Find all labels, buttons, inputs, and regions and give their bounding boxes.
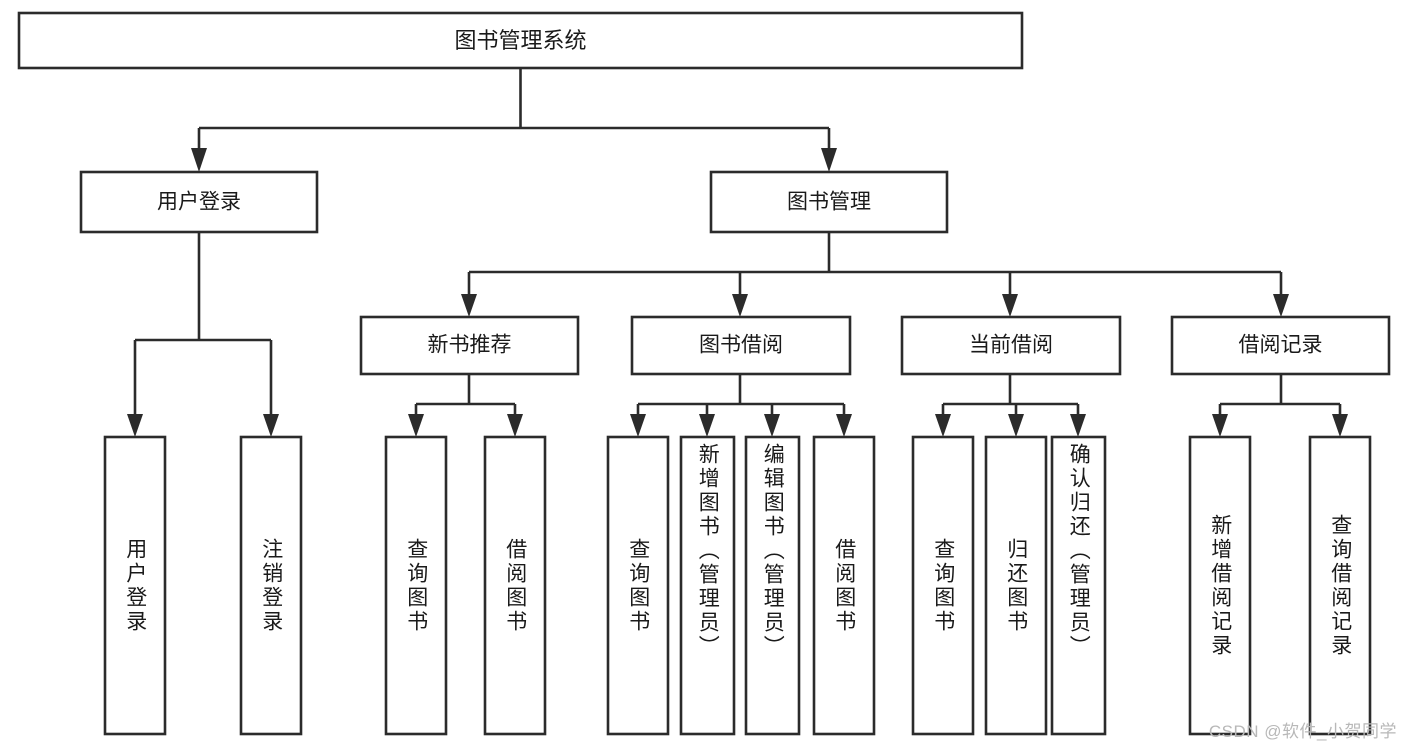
node-new-book-recommend-box[interactable] <box>359 315 580 376</box>
arrow-head-currentborrow-confirm <box>1070 414 1086 437</box>
node-current-borrow[interactable]: 当前借阅 <box>900 315 1122 376</box>
node-borrow-record-label: 借阅记录 <box>1239 334 1323 357</box>
connector-group-current-borrow <box>935 374 1086 437</box>
arrow-head-currentborrow-return <box>1008 414 1024 437</box>
connector-group-user-login <box>127 232 279 437</box>
leaf-box-add-book-admin[interactable] <box>679 435 736 736</box>
leaf-box-query-book-borrow[interactable] <box>606 435 670 736</box>
leaf-box-return-book[interactable] <box>984 435 1048 736</box>
leaf-box-query-book-rec[interactable] <box>384 435 448 736</box>
arrow-head-bookborrow-add <box>699 414 715 437</box>
arrow-head-bookborrow-edit <box>764 414 780 437</box>
node-book-management-box[interactable] <box>709 170 949 234</box>
node-user-login[interactable]: 用户登录 <box>79 170 319 234</box>
arrow-head-new-book-rec <box>461 294 477 317</box>
node-current-borrow-label: 当前借阅 <box>969 334 1053 357</box>
arrow-head-book-borrow <box>732 294 748 317</box>
connector-group-new-book-rec <box>408 374 523 437</box>
node-book-borrow-label: 图书借阅 <box>699 334 783 357</box>
node-book-management[interactable]: 图书管理 <box>709 170 949 234</box>
node-borrow-record-box[interactable] <box>1170 315 1391 376</box>
leaf-box-user-login[interactable] <box>103 435 167 736</box>
node-root-label: 图书管理系统 <box>454 28 586 53</box>
arrow-head-borrowrecord-add <box>1212 414 1228 437</box>
arrow-head-leaf-logout <box>263 414 279 437</box>
arrow-head-newbook-query <box>408 414 424 437</box>
leaf-box-add-borrow-record[interactable] <box>1188 435 1252 736</box>
watermark-text: CSDN @软件_小贺同学 <box>1208 722 1397 741</box>
node-user-login-box[interactable] <box>79 170 319 234</box>
leaf-box-edit-book-admin[interactable] <box>744 435 801 736</box>
arrow-head-currentborrow-query <box>935 414 951 437</box>
connector-group-root <box>191 68 837 172</box>
arrow-head-user-login <box>191 148 207 172</box>
node-user-login-label: 用户登录 <box>157 191 241 214</box>
leaf-box-lend-book[interactable] <box>812 435 876 736</box>
connector-group-book-mgmt <box>461 232 1289 317</box>
arrow-head-newbook-borrow <box>507 414 523 437</box>
arrow-head-borrow-record <box>1273 294 1289 317</box>
leaf-box-confirm-return-admin[interactable] <box>1050 435 1107 736</box>
node-new-book-recommend[interactable]: 新书推荐 <box>359 315 580 376</box>
node-root[interactable]: 图书管理系统 <box>17 11 1024 70</box>
node-borrow-record[interactable]: 借阅记录 <box>1170 315 1391 376</box>
arrow-head-current-borrow <box>1002 294 1018 317</box>
leaf-box-query-book-current[interactable] <box>911 435 975 736</box>
node-root-box[interactable] <box>17 11 1024 70</box>
arrow-head-book-mgmt <box>821 148 837 172</box>
node-new-book-recommend-label: 新书推荐 <box>428 334 512 357</box>
leaf-box-query-borrow-record[interactable] <box>1308 435 1372 736</box>
leaf-box-borrow-book-rec[interactable] <box>483 435 547 736</box>
arrow-head-bookborrow-query <box>630 414 646 437</box>
arrow-head-leaf-user-login <box>127 414 143 437</box>
node-book-borrow-box[interactable] <box>630 315 852 376</box>
connector-group-book-borrow <box>630 374 852 437</box>
node-current-borrow-box[interactable] <box>900 315 1122 376</box>
arrow-head-bookborrow-lend <box>836 414 852 437</box>
leaf-box-logout[interactable] <box>239 435 303 736</box>
connector-group-borrow-record <box>1212 374 1348 437</box>
node-book-management-label: 图书管理 <box>787 191 871 214</box>
arrow-head-borrowrecord-query <box>1332 414 1348 437</box>
node-book-borrow[interactable]: 图书借阅 <box>630 315 852 376</box>
leaf-boxes-group <box>103 435 1372 736</box>
